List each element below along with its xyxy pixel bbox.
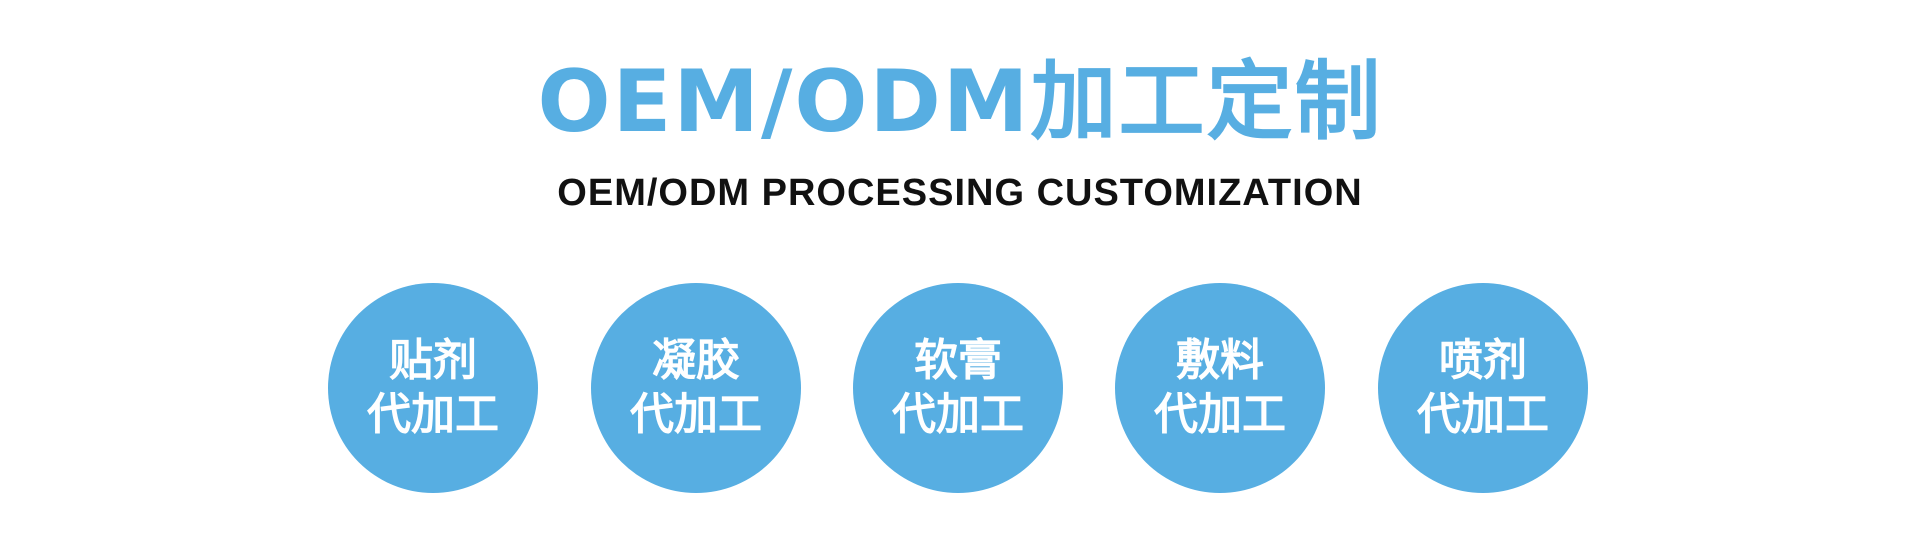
page-subtitle: OEM/ODM PROCESSING CUSTOMIZATION	[557, 172, 1363, 214]
page-title: OEM/ODM加工定制	[537, 52, 1383, 152]
service-name: 敷料	[1176, 335, 1264, 386]
service-dressing[interactable]: 敷料 代加工	[1115, 283, 1325, 493]
service-name: 凝胶	[652, 335, 740, 386]
service-name: 喷剂	[1439, 335, 1527, 386]
service-suffix: 代加工	[1154, 389, 1286, 440]
service-suffix: 代加工	[367, 389, 499, 440]
service-name: 贴剂	[389, 335, 477, 386]
service-gel[interactable]: 凝胶 代加工	[591, 283, 801, 493]
service-suffix: 代加工	[630, 389, 762, 440]
service-patch[interactable]: 贴剂 代加工	[328, 283, 538, 493]
service-name: 软膏	[914, 335, 1002, 386]
service-suffix: 代加工	[892, 389, 1024, 440]
service-spray[interactable]: 喷剂 代加工	[1378, 283, 1588, 493]
service-ointment[interactable]: 软膏 代加工	[853, 283, 1063, 493]
service-suffix: 代加工	[1417, 389, 1549, 440]
